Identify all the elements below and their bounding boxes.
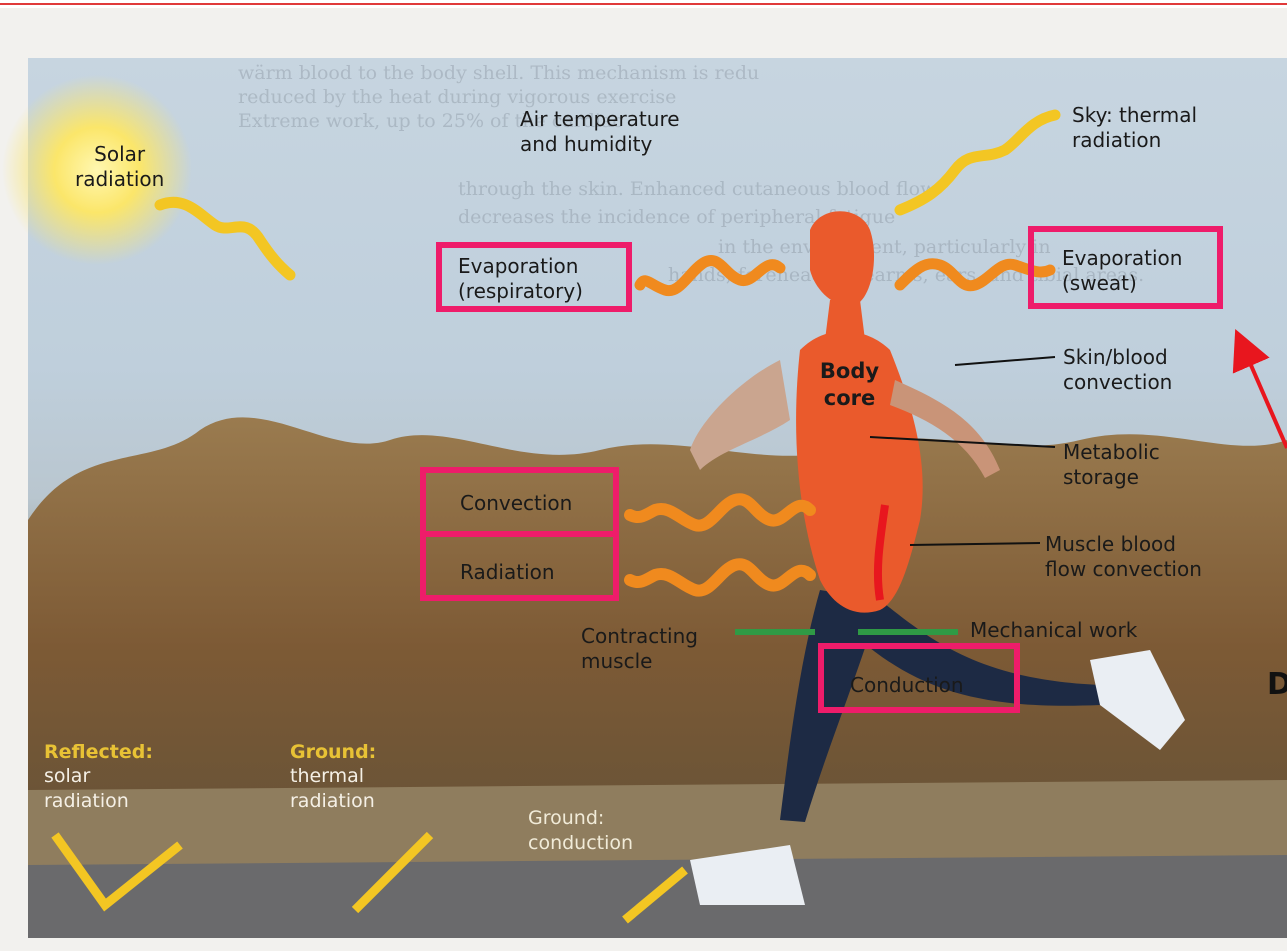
label-solar-radiation: Solar radiation — [75, 142, 164, 192]
highlight-radiation — [420, 531, 619, 601]
label-contracting: Contracting muscle — [581, 624, 698, 674]
label-muscle-blood: Muscle blood flow convection — [1045, 532, 1202, 582]
label-reflected-sub: solar radiation — [44, 764, 129, 814]
skin-leader — [955, 357, 1055, 365]
label-metabolic: Metabolic storage — [1063, 440, 1160, 490]
annotation-arrow — [1240, 340, 1287, 448]
label-skin-blood: Skin/blood convection — [1063, 345, 1172, 395]
highlight-convection — [420, 467, 619, 537]
label-ground-thermal-title: Ground: — [290, 740, 376, 765]
label-mechanical: Mechanical work — [970, 618, 1137, 643]
cut-letter: D — [1267, 667, 1287, 702]
label-ground-thermal-sub: thermal radiation — [290, 764, 375, 814]
respiratory-evap-arrow — [640, 261, 780, 291]
label-ground-conduction: Ground: conduction — [528, 806, 633, 856]
label-sky-thermal: Sky: thermal radiation — [1072, 103, 1197, 153]
label-reflected-title: Reflected: — [44, 740, 153, 765]
label-body-core: Body core — [812, 358, 887, 412]
sky-radiation-arrow — [900, 115, 1055, 210]
label-air-temperature: Air temperature and humidity — [520, 107, 680, 157]
highlight-conduction — [818, 643, 1020, 713]
highlight-evap-sweat — [1028, 226, 1223, 309]
highlight-evap-respiratory — [436, 242, 632, 312]
